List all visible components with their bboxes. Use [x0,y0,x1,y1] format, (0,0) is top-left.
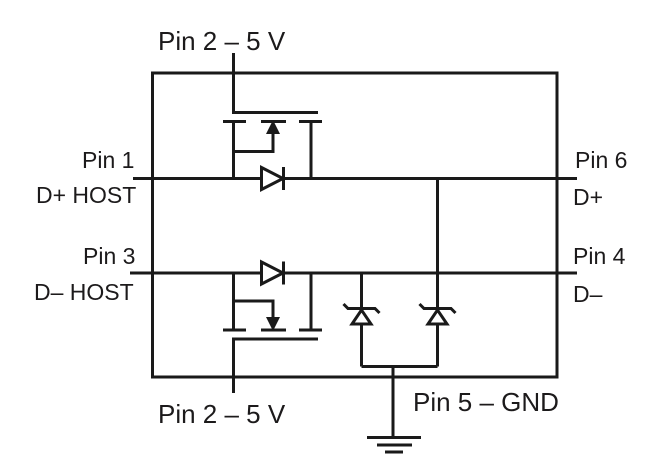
pin3-label: Pin 3 [83,243,135,269]
high-side-mosfet [223,53,322,192]
pin6-signal-label: D+ [573,184,603,210]
pin1-label: Pin 1 [82,147,134,173]
diode-triangle [260,165,287,192]
low-side-mosfet [223,259,322,393]
gnd-label: Pin 5 – GND [413,387,559,417]
body-connection [233,299,275,319]
pin4-label: Pin 4 [573,243,626,269]
supply-top-label: Pin 2 – 5 V [158,26,286,56]
body-diode [260,165,287,192]
esd-diode-dminus [342,273,381,367]
esd-diode-dplus [418,178,457,367]
pin6-label: Pin 6 [575,147,627,173]
device-outline [151,71,559,379]
diode-triangle [260,259,287,287]
ground-symbol-icon [367,436,421,454]
body-connection [233,131,275,153]
body-diode [260,259,287,287]
diode-triangle [349,307,374,326]
gate-feed-top [232,53,318,114]
substrate-arrow-icon [266,317,280,331]
gate-feed-bottom [232,337,318,393]
diode-triangle [425,307,450,326]
pin1-signal-label: D+ HOST [36,182,136,208]
pin4-signal-label: D– [573,281,603,307]
substrate-arrow-icon [266,120,280,134]
pin3-signal-label: D– HOST [34,279,134,305]
supply-bottom-label: Pin 2 – 5 V [158,399,286,429]
